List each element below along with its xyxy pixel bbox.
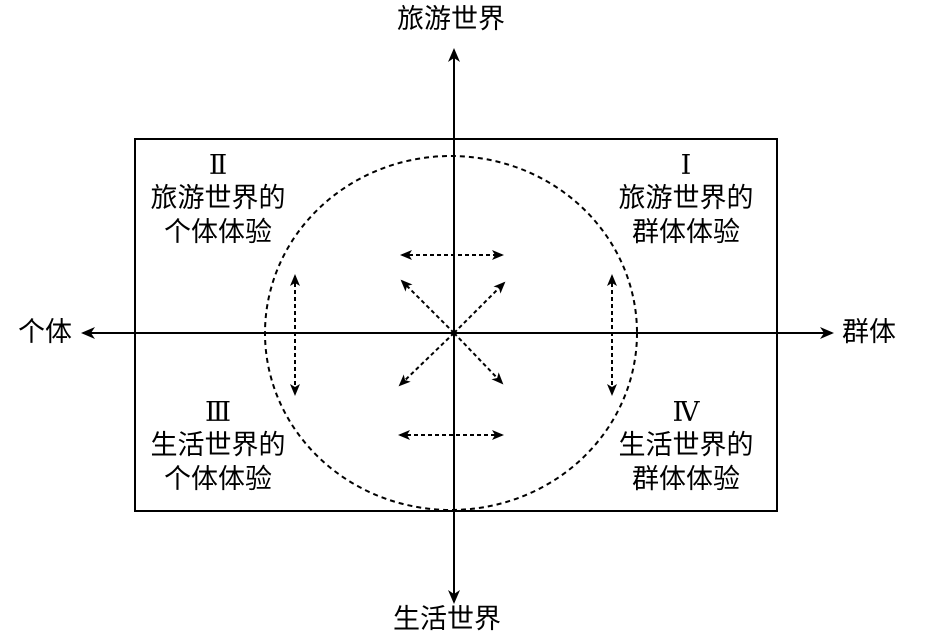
quadrant-3-line2: 个体体验 [164, 464, 272, 495]
quadrant-3-numeral: Ⅲ [204, 397, 232, 428]
axis-label-top: 旅游世界 [397, 4, 505, 35]
quadrant-4-label: Ⅳ 生活世界的 群体体验 [586, 397, 786, 497]
quadrant-4-numeral: Ⅳ [672, 397, 700, 428]
quadrant-2-line1: 旅游世界的 [150, 183, 286, 214]
quadrant-1-numeral: Ⅰ [680, 150, 692, 181]
quadrant-2-numeral: Ⅱ [208, 150, 228, 181]
quadrant-4-line2: 群体体验 [632, 464, 740, 495]
axis-label-left: 个体 [18, 317, 72, 348]
quadrant-2-label: Ⅱ 旅游世界的 个体体验 [118, 150, 318, 250]
frame-rectangle [134, 138, 778, 512]
quadrant-3-line1: 生活世界的 [150, 430, 286, 461]
quadrant-2-line2: 个体体验 [164, 217, 272, 248]
quadrant-1-line1: 旅游世界的 [618, 183, 754, 214]
dotted-arrow-diagonal-down-right [453, 332, 504, 385]
dotted-arrow-diagonal-down-left [398, 332, 455, 387]
quadrant-1-line2: 群体体验 [632, 217, 740, 248]
dotted-arrow-diagonal-up-left [400, 279, 455, 334]
quadrant-1-label: Ⅰ 旅游世界的 群体体验 [586, 150, 786, 250]
quadrant-3-label: Ⅲ 生活世界的 个体体验 [118, 397, 318, 497]
axis-label-right: 群体 [842, 317, 896, 348]
axis-label-bottom: 生活世界 [393, 604, 501, 635]
quadrant-4-line1: 生活世界的 [618, 430, 754, 461]
dotted-arrow-diagonal-up-right [453, 281, 506, 334]
